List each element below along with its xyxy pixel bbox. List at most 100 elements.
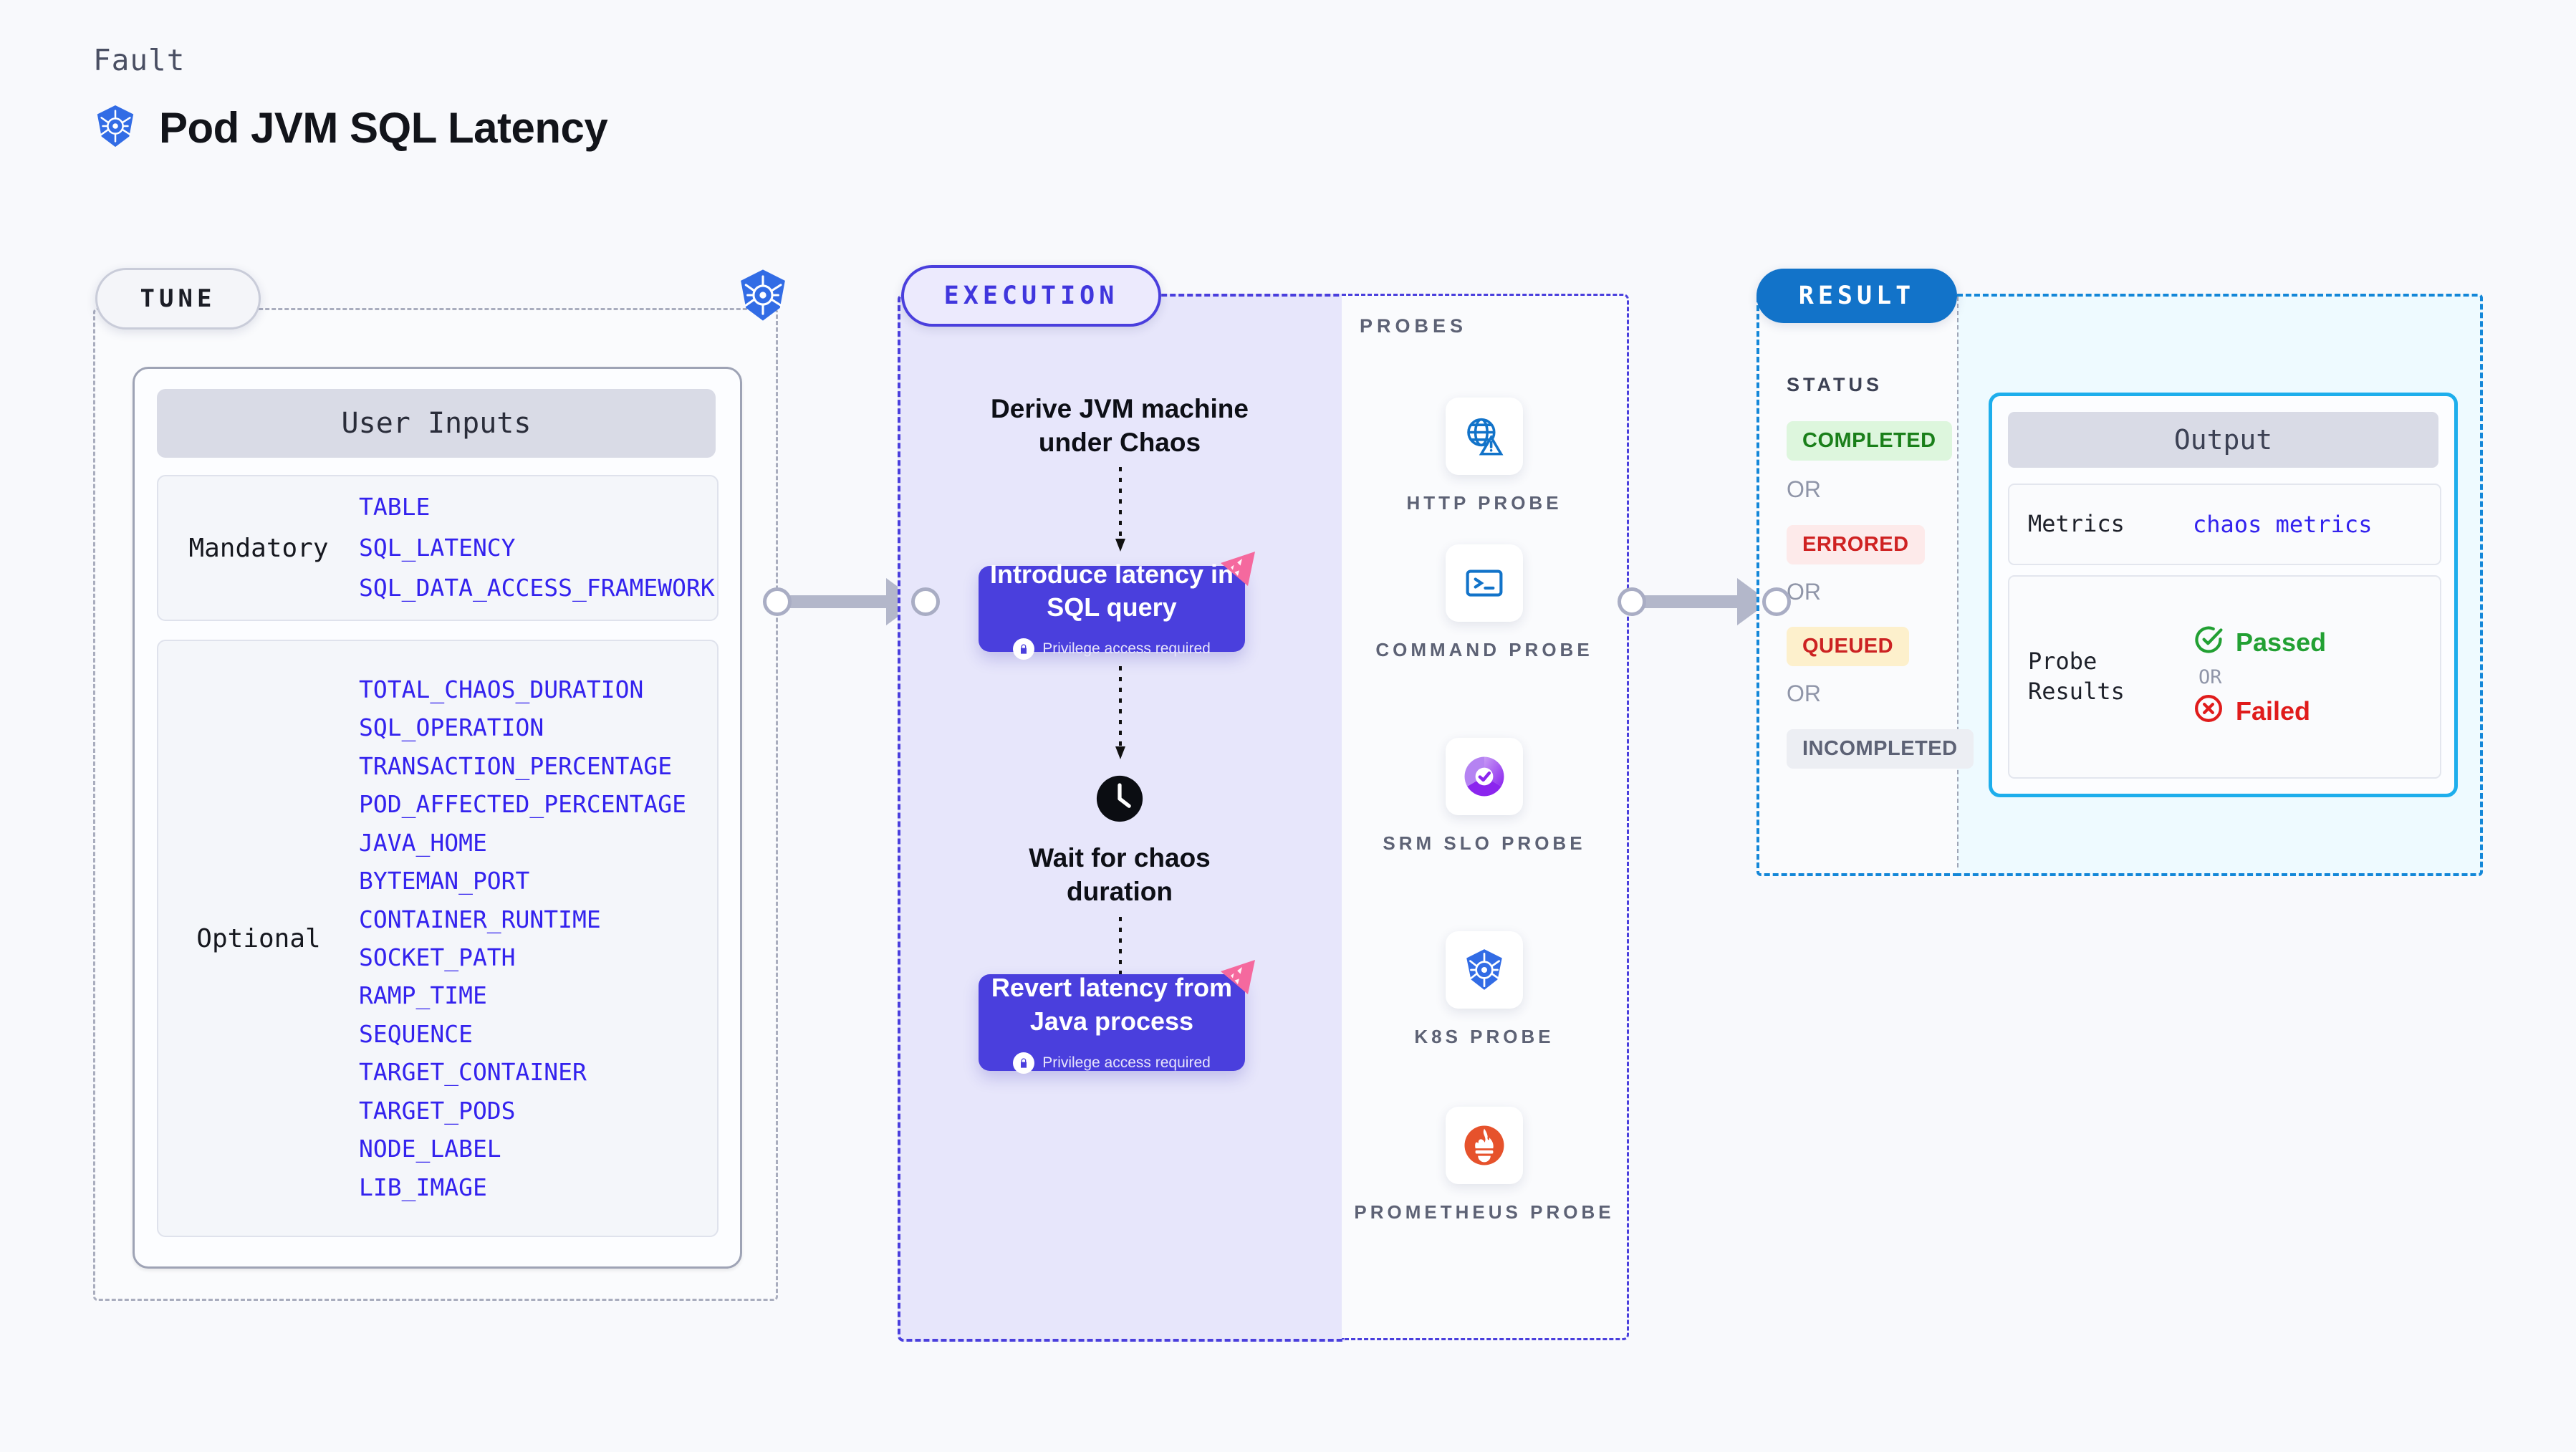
optional-params-group: Optional TOTAL_CHAOS_DURATION SQL_OPERAT… bbox=[157, 640, 719, 1237]
mandatory-label: Mandatory bbox=[188, 533, 329, 563]
user-inputs-title: User Inputs bbox=[157, 389, 716, 458]
status-label: STATUS bbox=[1787, 374, 1883, 395]
status-badge-queued: QUEUED bbox=[1787, 627, 1910, 666]
privilege-text: Privilege access required bbox=[1042, 640, 1211, 658]
probe-k8s[interactable]: K8S PROBE bbox=[1342, 931, 1627, 1049]
probe-label: SRM SLO PROBE bbox=[1383, 832, 1586, 854]
probe-label: COMMAND PROBE bbox=[1375, 639, 1593, 660]
terminal-icon bbox=[1446, 544, 1523, 622]
probe-label: PROMETHEUS PROBE bbox=[1354, 1201, 1615, 1223]
connector-dot bbox=[1618, 587, 1646, 616]
param-item[interactable]: SQL_LATENCY bbox=[359, 533, 516, 562]
failed-label: Failed bbox=[2236, 696, 2311, 726]
probe-results-values: Passed OR Failed bbox=[2193, 624, 2326, 731]
param-item[interactable]: POD_AFFECTED_PERCENTAGE bbox=[359, 790, 686, 819]
result-divider bbox=[1957, 297, 1959, 867]
probe-prometheus[interactable]: PROMETHEUS PROBE bbox=[1342, 1107, 1627, 1225]
page-title: Pod JVM SQL Latency bbox=[159, 104, 608, 152]
tune-badge[interactable]: TUNE bbox=[95, 268, 261, 330]
optional-param-list: TOTAL_CHAOS_DURATION SQL_OPERATION TRANS… bbox=[359, 670, 686, 1206]
or-label: OR bbox=[2198, 665, 2222, 688]
or-label: OR bbox=[1787, 579, 1821, 605]
result-badge[interactable]: RESULT bbox=[1756, 269, 1957, 323]
param-item[interactable]: SOCKET_PATH bbox=[359, 943, 516, 971]
or-label: OR bbox=[1787, 476, 1821, 502]
param-item[interactable]: JAVA_HOME bbox=[359, 828, 487, 857]
metrics-key: Metrics bbox=[2028, 510, 2125, 538]
probes-section-label: PROBES bbox=[1360, 315, 1468, 337]
connector-bar bbox=[1643, 595, 1740, 608]
metrics-value[interactable]: chaos metrics bbox=[2193, 511, 2373, 538]
litmus-badge-icon bbox=[1216, 549, 1261, 590]
status-badge-incompleted: INCOMPLETED bbox=[1787, 729, 1974, 769]
title-row: Pod JVM SQL Latency bbox=[93, 103, 608, 153]
status-badge-completed: COMPLETED bbox=[1787, 421, 1952, 461]
clock-icon bbox=[1095, 774, 1145, 824]
user-inputs-panel: User Inputs Mandatory TABLE SQL_LATENCY … bbox=[133, 367, 742, 1269]
connector-tune-to-execution bbox=[763, 578, 940, 625]
param-item[interactable]: SQL_OPERATION bbox=[359, 713, 544, 742]
probe-result-passed: Passed bbox=[2193, 624, 2326, 662]
connector-dot bbox=[1762, 587, 1791, 616]
globe-warning-icon bbox=[1446, 398, 1523, 475]
probe-srm-slo[interactable]: SRM SLO PROBE bbox=[1342, 738, 1627, 856]
param-item[interactable]: SEQUENCE bbox=[359, 1019, 473, 1048]
param-item[interactable]: TABLE bbox=[359, 492, 431, 521]
param-item[interactable]: CONTAINER_RUNTIME bbox=[359, 905, 601, 933]
result-section bbox=[1756, 294, 1960, 876]
privilege-text: Privilege access required bbox=[1042, 1054, 1211, 1071]
slo-donut-icon bbox=[1446, 738, 1523, 815]
privilege-note: Privilege access required bbox=[1013, 1052, 1211, 1074]
param-item[interactable]: NODE_LABEL bbox=[359, 1135, 501, 1163]
x-circle-icon bbox=[2193, 693, 2224, 731]
probe-label: K8S PROBE bbox=[1414, 1026, 1554, 1047]
kubernetes-icon bbox=[736, 268, 790, 322]
probe-result-failed: Failed bbox=[2193, 693, 2326, 731]
or-label: OR bbox=[1787, 681, 1821, 706]
mandatory-params-group: Mandatory TABLE SQL_LATENCY SQL_DATA_ACC… bbox=[157, 475, 719, 621]
optional-label: Optional bbox=[196, 923, 321, 953]
connector-bar bbox=[789, 595, 889, 608]
kubernetes-icon bbox=[1446, 931, 1523, 1009]
page-header: Fault Pod JVM SQL Latency bbox=[93, 43, 608, 153]
probe-http[interactable]: HTTP PROBE bbox=[1342, 398, 1627, 516]
execution-badge[interactable]: EXECUTION bbox=[901, 265, 1161, 327]
mandatory-param-list: TABLE SQL_LATENCY SQL_DATA_ACCESS_FRAMEW… bbox=[359, 487, 715, 609]
param-item[interactable]: TOTAL_CHAOS_DURATION bbox=[359, 675, 644, 703]
passed-label: Passed bbox=[2236, 628, 2327, 657]
probe-command[interactable]: COMMAND PROBE bbox=[1342, 544, 1627, 663]
param-item[interactable]: RAMP_TIME bbox=[359, 981, 487, 1010]
privilege-note: Privilege access required bbox=[1013, 638, 1211, 660]
connector-dot bbox=[911, 587, 940, 616]
connector-probes-to-result bbox=[1618, 578, 1791, 625]
lock-icon bbox=[1013, 638, 1035, 660]
flow-arrow-1 bbox=[1115, 467, 1125, 552]
metrics-row: Metrics chaos metrics bbox=[2008, 484, 2441, 565]
prometheus-icon bbox=[1446, 1107, 1523, 1184]
flow-arrow-2 bbox=[1115, 666, 1125, 759]
param-item[interactable]: BYTEMAN_PORT bbox=[359, 867, 530, 895]
check-circle-icon bbox=[2193, 624, 2224, 662]
output-title: Output bbox=[2008, 412, 2438, 468]
param-item[interactable]: TRANSACTION_PERCENTAGE bbox=[359, 751, 673, 780]
connector-dot bbox=[763, 587, 792, 616]
param-item[interactable]: LIB_IMAGE bbox=[359, 1173, 487, 1201]
lock-icon bbox=[1013, 1052, 1035, 1074]
fault-label: Fault bbox=[93, 43, 186, 77]
litmus-badge-icon bbox=[1216, 957, 1261, 999]
kubernetes-icon bbox=[93, 104, 138, 152]
status-badge-errored: ERRORED bbox=[1787, 525, 1925, 564]
probe-label: HTTP PROBE bbox=[1406, 492, 1562, 514]
param-item[interactable]: SQL_DATA_ACCESS_FRAMEWORK bbox=[359, 574, 715, 602]
param-item[interactable]: TARGET_PODS bbox=[359, 1096, 516, 1125]
param-item[interactable]: TARGET_CONTAINER bbox=[359, 1058, 587, 1087]
